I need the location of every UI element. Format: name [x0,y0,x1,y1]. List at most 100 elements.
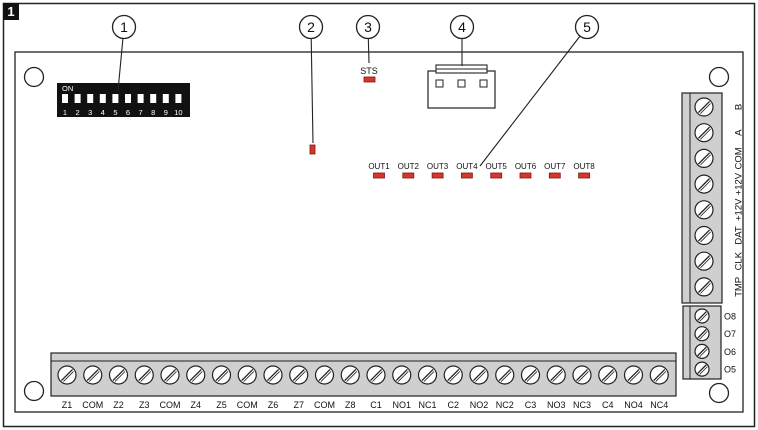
output-terminal-label-1: O8 [724,312,736,322]
bottom-terminal-screw-14 [392,365,412,385]
screw-slot [318,368,331,382]
screw-slot [524,368,537,382]
screw-slot-edge [191,371,203,382]
screw-slot-edge [700,154,711,166]
dip-switch-on-label: ON [62,84,73,93]
out-led-1 [373,172,385,179]
screw-slot-edge [699,313,708,322]
callout-circle-2 [298,14,324,40]
right-terminal-label-1: B [734,104,745,110]
bottom-terminal-label-3: Z2 [113,400,124,410]
bottom-terminal-screw-21 [572,365,592,385]
bottom-terminal-label-18: NC2 [496,400,514,410]
right-terminal-screw-8 [694,277,714,297]
bottom-terminal-screw-5 [160,365,180,385]
connector-pin-3 [479,79,488,88]
right-terminal-screw-2 [694,123,714,143]
screw-slot [292,368,305,382]
screw-slot-edge [269,371,280,382]
dip-lever-2 [74,94,81,103]
screw-slot-edge [294,371,306,382]
screw-slot-edge [243,371,255,382]
screw-slot [697,311,707,321]
screw-slot-edge [699,348,708,358]
screw-slot-edge [629,371,641,382]
screw-slot [215,368,228,382]
bottom-terminal-label-14: NO1 [392,400,411,410]
right-terminal-label-6: DAT [734,226,745,244]
figure-number-box [3,3,19,20]
screw-slot [697,178,711,191]
screw-slot [697,229,711,242]
screw-slot [112,368,125,382]
out-led-label-5: OUT5 [486,162,508,171]
screw-slot-edge [700,231,711,243]
screw-slot [627,368,640,382]
screw-slot-edge [655,371,667,382]
dip-number-9: 9 [164,108,168,117]
screw-slot [697,364,707,374]
callout-circle-5 [574,14,600,40]
bottom-terminal-screw-20 [546,365,566,385]
out-led-label-4: OUT4 [456,162,478,171]
out-led-7 [548,172,561,179]
output-terminal-screw-4 [694,361,710,377]
out-led-label-2: OUT2 [398,162,420,171]
bottom-terminal-screw-24 [649,365,669,385]
screw-slot [697,280,711,293]
bottom-terminal-block [50,352,677,397]
bottom-terminal-screw-12 [340,365,360,385]
right-terminal-label-8: TMP [734,277,745,297]
bottom-terminal-screw-11 [314,365,335,385]
screw-slot [421,368,434,382]
bottom-terminal-screw-23 [623,365,644,385]
bottom-terminal-screw-13 [366,365,386,385]
bottom-terminal-label-8: COM [237,400,258,410]
out-led-2 [402,172,415,179]
screw-slot-edge [397,371,409,382]
screw-slot-edge [320,371,332,382]
bottom-terminal-label-7: Z5 [216,400,227,410]
right-terminal-screw-4 [694,174,714,194]
out-led-label-8: OUT8 [573,162,595,171]
bottom-terminal-label-13: C1 [370,400,382,410]
bottom-terminal-label-16: C2 [447,400,459,410]
screw-slot-edge [700,103,711,114]
bottom-terminal-screw-2 [83,365,103,385]
screw-slot [447,368,460,382]
screw-slot-edge [449,371,461,382]
bottom-terminal-screw-3 [108,365,129,385]
screw-slot [601,368,614,382]
screw-slot-edge [475,371,486,382]
mounting-hole-top-left [23,66,45,88]
bottom-terminal-screw-4 [134,365,154,385]
out-led-label-3: OUT3 [427,162,449,171]
screw-slot-edge [423,371,435,382]
screw-slot [241,368,254,382]
bottom-terminal-label-11: COM [314,400,335,410]
dip-number-5: 5 [113,108,117,117]
callout-leader-1 [117,38,124,92]
screw-slot-edge [88,371,100,382]
bottom-terminal-label-9: Z6 [268,400,279,410]
connector-pin-1 [435,79,444,88]
screw-slot [266,368,280,382]
output-terminal-screw-1 [694,308,710,324]
bottom-terminal-label-1: Z1 [62,400,73,410]
figure-number: 1 [7,4,14,19]
output-terminal-label-3: O6 [724,347,736,357]
screw-slot [138,368,151,382]
callout-number-5: 5 [583,19,591,35]
bottom-terminal-label-24: NC4 [650,400,668,410]
dip-number-4: 4 [101,108,105,117]
screw-slot [550,368,563,382]
screw-slot-edge [166,371,177,382]
screw-slot [472,368,486,382]
screw-slot-edge [699,366,708,375]
callout-number-4: 4 [458,19,466,35]
callout-leader-2 [310,38,314,144]
screw-slot-edge [700,128,711,140]
